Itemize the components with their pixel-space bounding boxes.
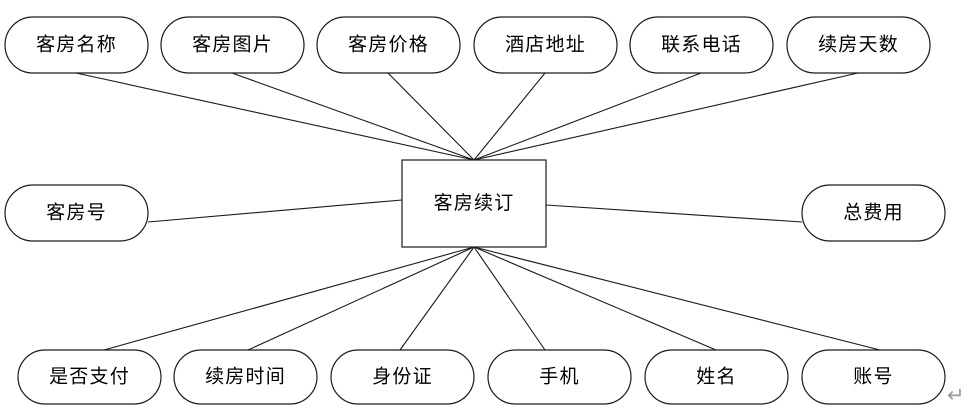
connector-attr-id-card: [399, 246, 475, 351]
connector-attr-renew-time: [247, 246, 475, 351]
attribute-oval-attr-renew-days[interactable]: [786, 16, 931, 74]
paragraph-mark-icon: ↵: [947, 383, 965, 407]
connector-layer: [75, 72, 881, 351]
attribute-oval-attr-renew-time[interactable]: [173, 349, 318, 405]
attribute-label-attr-renew-days: 续房天数: [818, 33, 899, 55]
attribute-label-attr-room-name: 客房名称: [36, 33, 117, 55]
attribute-label-attr-is-paid: 是否支付: [49, 365, 130, 387]
connector-attr-room-image: [231, 72, 475, 161]
attribute-label-attr-total-cost: 总费用: [843, 201, 904, 223]
attribute-oval-attr-is-paid[interactable]: [17, 349, 162, 405]
attribute-oval-attr-total-cost[interactable]: [801, 184, 946, 242]
connector-attr-mobile: [473, 246, 546, 351]
connector-attr-hotel-address: [473, 72, 546, 161]
attribute-label-attr-id-card: 身份证: [372, 365, 433, 387]
connector-attr-is-paid: [103, 246, 475, 351]
connector-attr-room-price: [387, 72, 475, 161]
attribute-oval-attr-name[interactable]: [644, 349, 789, 405]
attribute-oval-attr-mobile[interactable]: [487, 349, 632, 405]
attribute-label-attr-name: 姓名: [696, 365, 736, 387]
connector-attr-renew-days: [473, 72, 859, 161]
connector-attr-room-name: [75, 72, 475, 161]
attribute-oval-attr-room-price[interactable]: [316, 16, 461, 74]
attribute-label-attr-hotel-address: 酒店地址: [505, 33, 586, 55]
entity-box-room-renewal: [401, 159, 547, 248]
attribute-label-attr-phone: 联系电话: [661, 33, 742, 55]
attribute-label-attr-account: 账号: [853, 365, 893, 387]
attribute-oval-attr-room-no[interactable]: [4, 184, 149, 242]
attribute-label-attr-room-price: 客房价格: [348, 33, 429, 55]
entity-label-room-renewal: 客房续订: [434, 192, 515, 214]
attribute-oval-attr-phone[interactable]: [629, 16, 774, 74]
attribute-oval-attr-room-image[interactable]: [160, 16, 305, 74]
attribute-oval-attr-id-card[interactable]: [330, 349, 475, 405]
connector-attr-phone: [473, 72, 702, 161]
attribute-label-attr-room-no: 客房号: [46, 201, 107, 223]
connector-attr-room-no: [147, 199, 403, 223]
attribute-label-attr-renew-time: 续房时间: [205, 365, 286, 387]
attribute-label-attr-mobile: 手机: [539, 365, 579, 387]
attribute-oval-attr-account[interactable]: [801, 349, 946, 405]
connector-attr-name: [473, 246, 717, 351]
attribute-oval-attr-hotel-address[interactable]: [473, 16, 618, 74]
connector-attr-total-cost: [545, 204, 803, 223]
attribute-label-attr-room-image: 客房图片: [192, 33, 273, 55]
attribute-oval-attr-room-name[interactable]: [4, 16, 149, 74]
connector-attr-account: [473, 246, 881, 351]
